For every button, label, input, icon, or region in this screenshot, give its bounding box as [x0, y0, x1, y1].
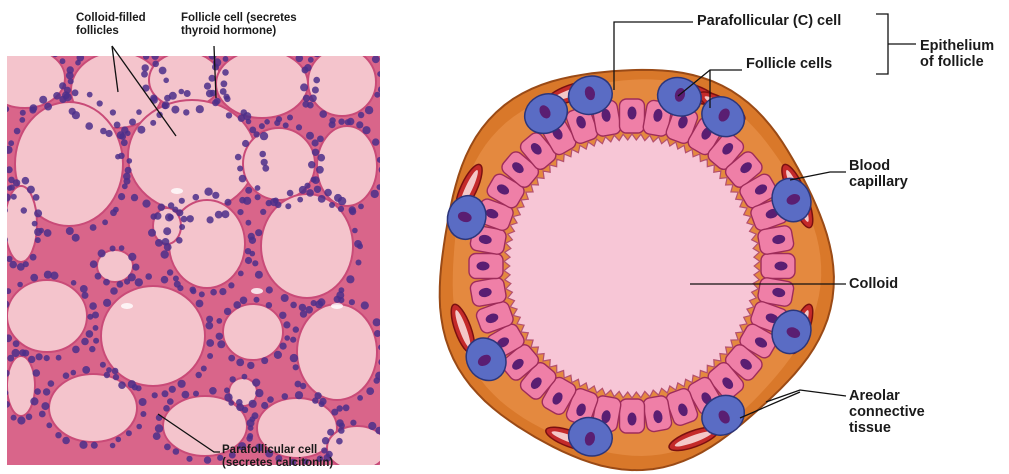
follicle-cell — [761, 254, 795, 279]
follicle-cell-nucleus — [775, 262, 788, 271]
label-areolar-connective-tissue: Areolar connective tissue — [849, 388, 925, 437]
follicle-cell — [620, 399, 645, 433]
label-colloid: Colloid — [849, 276, 898, 292]
label-epithelium-of-follicle: Epithelium of follicle — [920, 38, 994, 70]
label-line: tissue — [849, 420, 925, 436]
label-follicle-cells: Follicle cells — [746, 56, 832, 72]
follicle-cell-nucleus — [628, 107, 637, 120]
leader-line — [112, 46, 176, 136]
follicle-cell-nucleus — [628, 413, 637, 426]
label-line: of follicle — [920, 54, 994, 70]
label-line: connective — [849, 404, 925, 420]
follicle-cell — [642, 395, 673, 433]
leader-line — [876, 14, 888, 74]
label-line: Blood — [849, 158, 908, 174]
follicle-cell — [469, 277, 507, 308]
follicle-cell — [757, 225, 795, 256]
leader-line — [158, 414, 220, 452]
follicle-cell-nucleus — [477, 262, 490, 271]
label-line: Epithelium — [920, 38, 994, 54]
label-line: capillary — [849, 174, 908, 190]
leader-line — [214, 46, 216, 98]
follicle-cell — [469, 254, 503, 279]
label-blood-capillary: Blood capillary — [849, 158, 908, 190]
label-parafollicular-c-cell: Parafollicular (C) cell — [697, 13, 841, 29]
label-line: Areolar — [849, 388, 925, 404]
follicle-cell — [620, 99, 645, 133]
